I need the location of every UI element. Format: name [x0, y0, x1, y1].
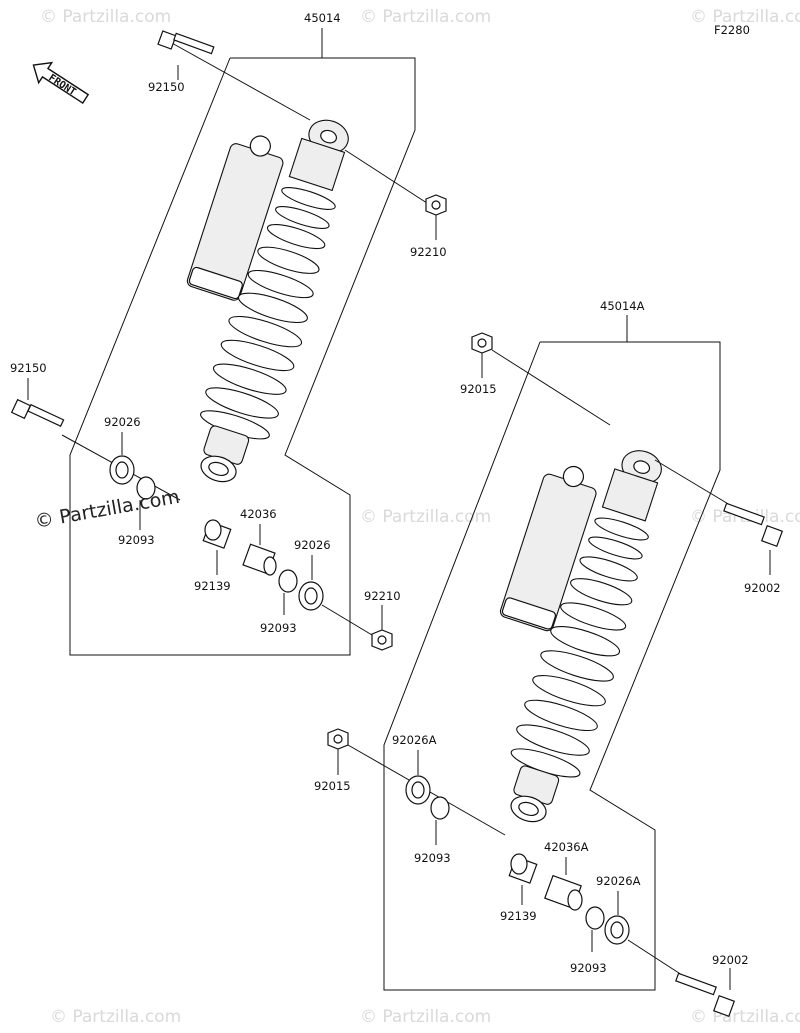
collar-icon: [544, 874, 583, 911]
bushing-icon: [202, 519, 232, 549]
part-label: 92210: [364, 589, 401, 603]
watermark: © Partzilla.com: [360, 507, 491, 527]
bushing-icon: [508, 853, 538, 884]
part-label: 92093: [260, 621, 297, 635]
assembly-number: 45014: [304, 11, 341, 25]
collar-icon: [242, 543, 277, 576]
watermark: © Partzilla.com: [50, 1007, 181, 1027]
front-arrow-icon: FRONT: [32, 61, 90, 104]
part-label: 92150: [148, 80, 185, 94]
watermark: © Partzilla.com: [690, 1007, 800, 1027]
part-label: 92015: [314, 779, 351, 793]
seal-icon: [585, 906, 605, 930]
watermark: © Partzilla.com: [40, 7, 171, 27]
assembly-left: 45014: [10, 11, 447, 656]
shock-absorber: [499, 450, 662, 823]
seal-icon: [278, 569, 298, 593]
part-label: 92002: [744, 581, 781, 595]
part-label: 92002: [712, 953, 749, 967]
front-arrow-label: FRONT: [46, 73, 77, 99]
part-label: 92026A: [596, 874, 641, 888]
watermark-group: © Partzilla.com © Partzilla.com © Partzi…: [40, 7, 800, 1027]
part-label: 92026: [104, 415, 141, 429]
watermark: © Partzilla.com: [360, 7, 491, 27]
bolt-icon: [675, 972, 736, 1018]
part-label: 42036: [240, 507, 277, 521]
part-label: 92093: [570, 961, 607, 975]
watermark-main: © Partzilla.com: [33, 486, 181, 533]
part-label: 92139: [500, 909, 537, 923]
shock-absorber: [186, 119, 349, 483]
part-label: 92139: [194, 579, 231, 593]
watermark: © Partzilla.com: [690, 7, 800, 27]
bolt-icon: [157, 30, 311, 121]
part-label: 42036A: [544, 840, 589, 854]
part-label: 92026A: [392, 733, 437, 747]
assembly-right: 45014A: [314, 299, 784, 1018]
part-label: 92150: [10, 361, 47, 375]
watermark: © Partzilla.com: [360, 1007, 491, 1027]
assembly-number: 45014A: [600, 299, 645, 313]
part-label: 92026: [294, 538, 331, 552]
figure-code: F2280: [714, 23, 750, 37]
bolt-icon: [723, 502, 784, 548]
bolt-icon: [10, 398, 65, 428]
seal-icon: [430, 796, 450, 820]
seal-icon: [136, 476, 156, 500]
part-label: 92093: [118, 533, 155, 547]
part-label: 92015: [460, 382, 497, 396]
part-label: 92093: [414, 851, 451, 865]
part-label: 92210: [410, 245, 447, 259]
